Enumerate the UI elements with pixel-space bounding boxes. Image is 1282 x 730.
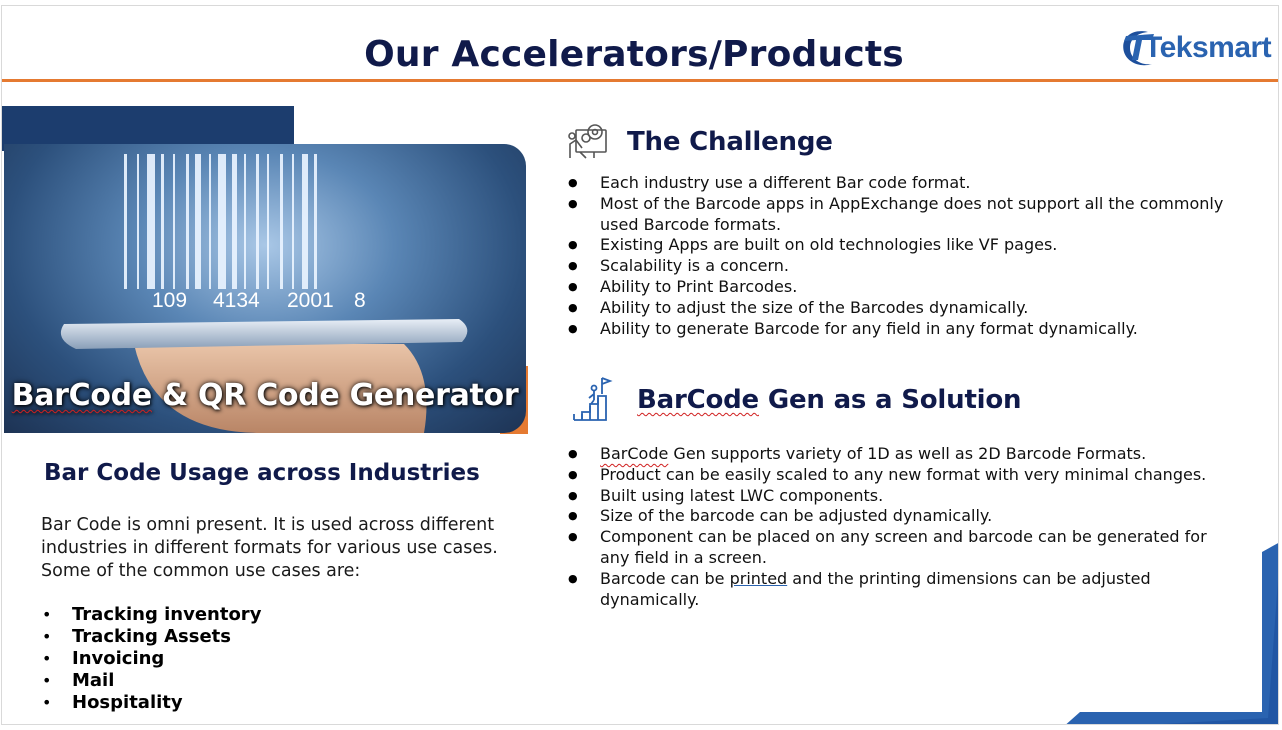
list-item: Tracking Assets: [42, 626, 261, 648]
climbing-stairs-flag-icon: [573, 377, 613, 421]
barcode-digits: 109 4134 2001 8: [152, 289, 366, 312]
hero-image-barcode-on-tablet: 109 4134 2001 8: [4, 144, 526, 433]
barcode-bar: [256, 154, 259, 289]
barcode-digit-group: 2001: [287, 289, 334, 312]
page-title: Our Accelerators/Products: [364, 34, 904, 75]
solution-list: BarCode Gen supports variety of 1D as we…: [567, 444, 1227, 610]
list-item: Scalability is a concern.: [567, 256, 1227, 277]
barcode-digit-group: 109: [152, 289, 187, 312]
list-item: Size of the barcode can be adjusted dyna…: [567, 506, 1227, 527]
challenge-heading: The Challenge: [627, 127, 833, 157]
list-item: Ability to adjust the size of the Barcod…: [567, 298, 1227, 319]
decorative-navy-block: [2, 106, 294, 151]
list-item: Each industry use a different Bar code f…: [567, 173, 1227, 194]
barcode-digit-group: 8: [354, 289, 366, 312]
list-item: Hospitality: [42, 692, 261, 714]
barcode-bar: [137, 154, 139, 289]
barcode-digit-group: 4134: [213, 289, 260, 312]
list-item: Mail: [42, 670, 261, 692]
list-item: BarCode Gen supports variety of 1D as we…: [567, 444, 1227, 465]
solution-heading-rest: Gen as a Solution: [758, 385, 1022, 415]
list-item-text: Barcode can be: [600, 568, 730, 588]
hero-label-barcode: BarCode: [11, 378, 153, 413]
barcode-bar: [314, 154, 317, 289]
barcode-bar: [244, 154, 246, 289]
list-item: Invoicing: [42, 648, 261, 670]
list-item: Barcode can be printed and the printing …: [567, 569, 1227, 611]
usage-heading: Bar Code Usage across Industries: [44, 460, 480, 486]
list-item-text: Gen supports variety of 1D as well as 2D…: [668, 444, 1147, 463]
barcode-bar: [124, 154, 127, 289]
teksmart-logo: Teksmart: [1118, 24, 1272, 72]
list-item: Ability to Print Barcodes.: [567, 277, 1227, 298]
list-item: Product can be easily scaled to any new …: [567, 465, 1227, 486]
barcode-bar: [302, 154, 308, 289]
list-item: Most of the Barcode apps in AppExchange …: [567, 194, 1227, 236]
barcode-bar: [232, 154, 237, 289]
challenge-list: Each industry use a different Bar code f…: [567, 173, 1227, 339]
usage-intro: Bar Code is omni present. It is used acr…: [41, 515, 498, 581]
barcode-bar: [195, 154, 201, 289]
barcode-bar: [147, 154, 155, 289]
usage-list: Tracking inventory Tracking Assets Invoi…: [42, 604, 261, 714]
slide: Our Accelerators/Products Teksmart: [1, 5, 1279, 725]
teksmart-swirl-logo-icon: [1123, 31, 1154, 66]
barcode-bars: [124, 154, 317, 289]
list-item-text: and the printing dimensions can be adjus…: [600, 568, 1151, 609]
barcode-bar: [161, 154, 164, 289]
list-item: Ability to generate Barcode for any fiel…: [567, 319, 1227, 340]
barcode-bar: [292, 154, 294, 289]
list-item: Built using latest LWC components.: [567, 486, 1227, 507]
printed-word: printed: [729, 568, 788, 588]
gears-presentation-icon: [568, 124, 607, 159]
barcode-bar: [280, 154, 283, 289]
hero-label-rest: & QR Code Generator: [151, 378, 519, 413]
hero-label: BarCode & QR Code Generator: [2, 378, 528, 413]
barcode-bar: [186, 154, 189, 289]
list-item: Tracking inventory: [42, 604, 261, 626]
decorative-blue-corner: [1066, 543, 1278, 724]
solution-heading-barcode: BarCode: [637, 385, 759, 415]
barcode-bar: [218, 154, 226, 289]
barcode-word: BarCode: [600, 444, 669, 463]
solution-heading: BarCode Gen as a Solution: [637, 385, 1022, 415]
list-item: Component can be placed on any screen an…: [567, 527, 1227, 569]
barcode-bar: [267, 154, 269, 289]
title-divider: [2, 79, 1278, 82]
logo-text: Teksmart: [1144, 31, 1272, 64]
list-item: Existing Apps are built on old technolog…: [567, 235, 1227, 256]
barcode-bar: [209, 154, 211, 289]
barcode-bar: [173, 154, 175, 289]
